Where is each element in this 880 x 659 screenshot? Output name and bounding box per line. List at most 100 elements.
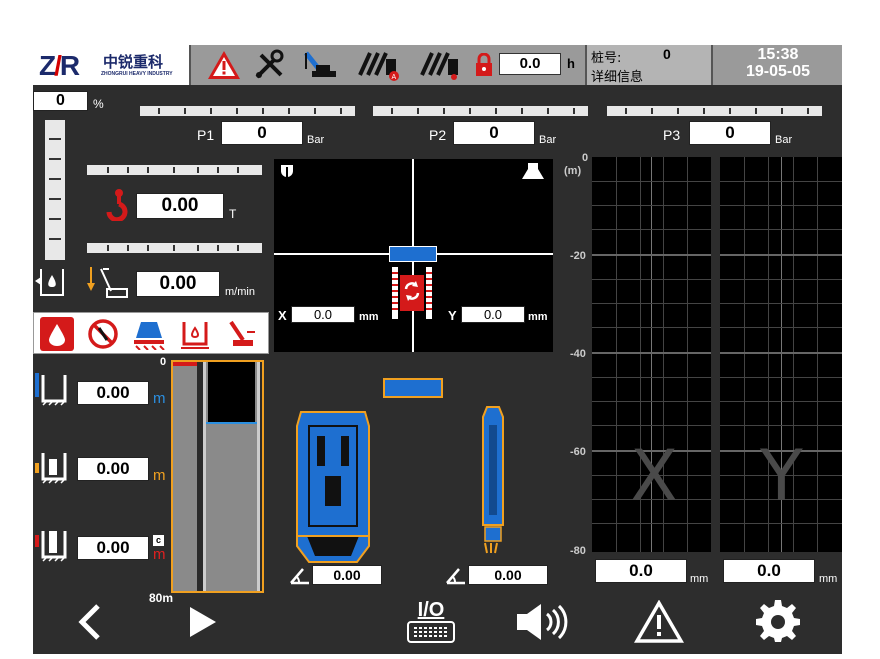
no-rotation-icon[interactable] [86, 317, 120, 351]
load-unit: T [229, 207, 237, 221]
x-position-unit: mm [359, 311, 379, 323]
clock-date: 19-05-05 [745, 63, 811, 80]
hole-level-icon[interactable] [178, 317, 212, 351]
alarm-icon[interactable] [633, 598, 685, 646]
logo-letters: Z/R [39, 50, 80, 81]
hoist-speed-icon [85, 263, 131, 306]
depth-gauge-marker [173, 362, 197, 366]
rig-tilt-icon[interactable] [224, 317, 258, 351]
y-position-value: 0.0 [461, 306, 525, 323]
company-name-cn: 中锐重科 [103, 53, 164, 71]
rig-front-icon [279, 163, 295, 184]
depth-2-value: 0.00 [77, 457, 149, 481]
warning-triangle-icon[interactable] [205, 49, 243, 81]
depth-3-value: 0.00 [77, 536, 149, 560]
depth-1-value: 0.00 [77, 381, 149, 405]
p3-label: P3 [663, 127, 681, 143]
drill-bucket-icon[interactable] [132, 317, 166, 351]
depth-2-icon [35, 451, 71, 492]
depth-gauge-casing [203, 362, 260, 591]
p1-unit: Bar [307, 134, 325, 146]
angle-1-value: 0.00 [312, 565, 382, 585]
rig-side-view [479, 405, 507, 560]
rig-position-marker [392, 267, 432, 319]
hook-icon [99, 187, 129, 226]
x-verticality-value: 0.0 [595, 559, 687, 583]
p2-unit: Bar [539, 134, 557, 146]
rig-icon[interactable] [301, 49, 341, 81]
y-position-label: Y [448, 308, 457, 323]
verticality-tick-80: -80 [570, 545, 586, 557]
x-position-label: X [278, 308, 287, 323]
x-plot-letter: X [630, 435, 678, 517]
company-name-en: ZHONGRUI HEAVY INDUSTRY [101, 71, 173, 77]
depth-gauge-level-line [206, 422, 257, 424]
p1-scale [140, 106, 355, 116]
verticality-tick-40: -40 [570, 348, 586, 360]
io-keyboard-icon[interactable]: I/O [403, 598, 459, 646]
play-icon[interactable] [183, 598, 223, 646]
angle-2-value: 0.00 [468, 565, 548, 585]
p1-label: P1 [197, 127, 215, 143]
details-link[interactable]: 详细信息 [591, 70, 644, 85]
hole-depth-icon [35, 265, 69, 304]
engine-hours-value: 0.0 [499, 53, 561, 75]
depth-3-icon [35, 529, 71, 570]
depth-gauge-left-bar [173, 362, 197, 591]
lock-icon[interactable] [473, 49, 495, 81]
angle-1-icon [289, 565, 311, 590]
company-logo: Z/R 中锐重科 ZHONGRUI HEAVY INDUSTRY [33, 45, 191, 85]
depth-3-unit-top: c [153, 535, 164, 546]
pile-number-panel[interactable]: 桩号: 0 详细信息 [585, 45, 713, 85]
percent-unit: % [93, 97, 104, 111]
angle-2-icon [445, 565, 467, 590]
engine-hours-unit: h [567, 56, 575, 71]
depth-1-unit: m [153, 390, 166, 407]
position-target-panel: X 0.0 mm Y 0.0 mm [274, 159, 553, 352]
y-verticality-value: 0.0 [723, 559, 815, 583]
verticality-tick-0: 0 [582, 152, 589, 164]
p2-scale [373, 106, 588, 116]
p1-value: 0 [221, 121, 303, 145]
verticality-unit-label: (m) [564, 165, 582, 177]
p3-unit: Bar [775, 134, 793, 146]
depth-gauge-bucket [208, 362, 255, 422]
top-bar: Z/R 中锐重科 ZHONGRUI HEAVY INDUSTRY A 0.0 h… [33, 45, 842, 85]
speaker-icon[interactable] [513, 598, 573, 646]
clock: 15:38 19-05-05 [723, 46, 833, 80]
hmi-screen: Z/R 中锐重科 ZHONGRUI HEAVY INDUSTRY A 0.0 h… [33, 45, 842, 654]
mast-vertical-scale [45, 120, 65, 260]
depth-3-unit: m [153, 546, 166, 563]
speed-value: 0.00 [136, 271, 220, 297]
depth-gauge [171, 360, 264, 593]
y-plot-letter: Y [760, 435, 803, 517]
svg-text:A: A [392, 74, 397, 81]
p2-value: 0 [453, 121, 535, 145]
y-verticality-unit: mm [819, 573, 838, 585]
status-indicator-strip [33, 312, 269, 354]
load-value: 0.00 [136, 193, 224, 219]
pile-number-value: 0 [663, 46, 671, 62]
p3-value: 0 [689, 121, 771, 145]
settings-gear-icon[interactable] [753, 598, 803, 646]
x-verticality-unit: mm [690, 573, 709, 585]
percent-value: 0 [33, 91, 88, 111]
back-arrow-icon[interactable] [69, 598, 109, 646]
x-position-value: 0.0 [291, 306, 355, 323]
winch-auto-icon[interactable] [417, 49, 465, 81]
tools-icon[interactable] [251, 49, 287, 81]
depth-gauge-top-label: 0 [160, 356, 167, 368]
y-verticality-plot: Y [720, 157, 842, 552]
pile-number-label: 桩号: [591, 51, 622, 66]
winch-icon[interactable]: A [355, 49, 403, 81]
verticality-tick-20: -20 [570, 250, 586, 262]
p3-scale [607, 106, 822, 116]
depth-gauge-bottom-label: 80m [149, 591, 174, 605]
io-label: I/O [417, 599, 445, 621]
speed-unit: m/min [225, 286, 255, 298]
verticality-tick-60: -60 [570, 446, 586, 458]
clock-time: 15:38 [757, 46, 799, 63]
mast-top-view [383, 378, 443, 398]
oil-drop-icon[interactable] [40, 317, 74, 351]
p2-label: P2 [429, 127, 447, 143]
